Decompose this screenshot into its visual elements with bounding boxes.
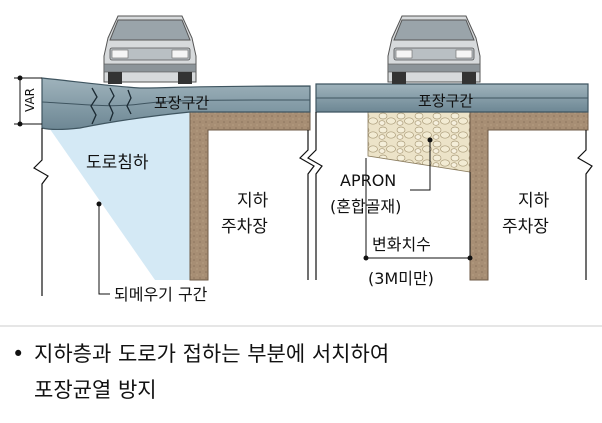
crack-line <box>126 89 132 115</box>
break-line-left <box>33 128 49 296</box>
caption-text-2: 포장균열 방지 <box>34 378 157 402</box>
backfill-label: 되메우기 구간 <box>114 285 208 304</box>
break-line-middle-right <box>307 112 323 280</box>
var-dot-top <box>17 75 23 81</box>
left-pavement-label: 포장구간 <box>154 94 209 112</box>
backfill-leader-line <box>98 204 110 295</box>
crack-line <box>90 87 98 125</box>
caption-line-1: • 지하층과 도로가 접하는 부분에 서치하여 <box>12 336 597 372</box>
apron-leader-line <box>410 140 431 191</box>
car-icon <box>387 15 481 84</box>
left-pavement-layer-line <box>41 99 311 107</box>
settlement-label: 도로침하 <box>86 153 149 173</box>
right-pavement-label: 포장구간 <box>418 92 473 110</box>
right-parking-label-2: 주차장 <box>502 217 549 237</box>
right-panel: 포장구간 APRON (혼합골재) 변화치수 (3M미만) 지하 주차장 <box>307 15 593 288</box>
right-parking-label-1: 지하 <box>518 191 550 211</box>
transition-dot-left <box>363 255 369 261</box>
var-label: VAR <box>23 88 37 112</box>
apron-label: APRON <box>340 171 396 190</box>
transition-sub-label: (3M미만) <box>368 269 434 288</box>
bullet-icon: • <box>12 342 25 366</box>
settlement-zone <box>45 112 190 280</box>
left-parking-label-2: 주차장 <box>221 217 268 237</box>
left-panel: VAR 포장구간 도로침하 지하 주차장 되메우기 구간 <box>14 15 315 304</box>
transition-dot-right <box>467 255 473 261</box>
break-line-right <box>577 130 593 280</box>
transition-label: 변화치수 <box>372 235 431 254</box>
apron-sub-label: (혼합골재) <box>330 197 401 216</box>
left-pavement <box>41 77 311 131</box>
crack-line <box>108 87 115 122</box>
car-icon <box>103 15 197 84</box>
caption-text-1: 지하층과 도로가 접하는 부분에 서치하여 <box>34 342 390 366</box>
break-line-middle-left <box>299 130 315 280</box>
left-parking-label-1: 지하 <box>237 191 269 211</box>
pavement-crack-diagram: VAR 포장구간 도로침하 지하 주차장 되메우기 구간 <box>0 15 602 327</box>
var-dot-bottom <box>17 121 23 127</box>
caption: • 지하층과 도로가 접하는 부분에 서치하여 포장균열 방지 <box>12 336 597 408</box>
apron-gravel <box>367 111 471 173</box>
